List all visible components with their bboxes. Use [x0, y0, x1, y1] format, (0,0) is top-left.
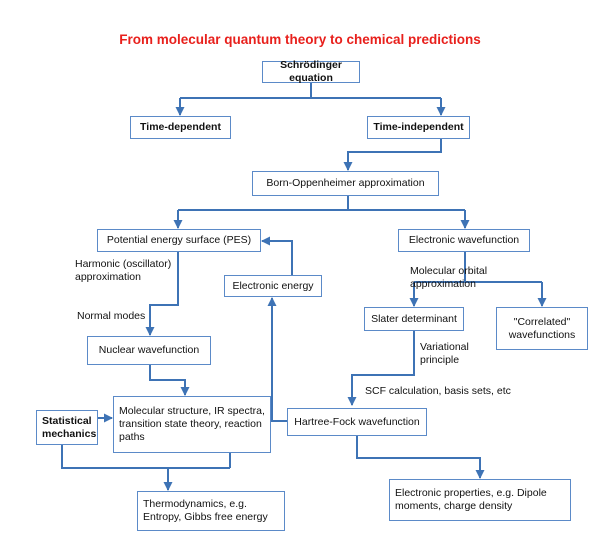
node-molecular-structure: Molecular structure, IR spectra, transit…: [113, 396, 271, 453]
page-title: From molecular quantum theory to chemica…: [119, 32, 481, 47]
node-label: Thermodynamics, e.g. Entropy, Gibbs free…: [143, 498, 268, 523]
node-slater-determinant: Slater determinant: [364, 307, 464, 331]
node-label: Born-Oppenheimer approximation: [266, 177, 425, 189]
node-electronic-wavefunction: Electronic wavefunction: [398, 229, 530, 252]
node-label: "Correlated" wavefunctions: [508, 315, 576, 341]
node-label: Molecular structure, IR spectra, transit…: [119, 405, 265, 443]
node-thermodynamics: Thermodynamics, e.g. Entropy, Gibbs free…: [137, 491, 285, 531]
node-time-dependent: Time-dependent: [130, 116, 231, 139]
node-electronic-properties: Electronic properties, e.g. Dipole momen…: [389, 479, 571, 521]
node-statistical-mechanics: Statistical mechanics: [36, 410, 98, 445]
node-label: Statistical mechanics: [42, 414, 97, 440]
node-hartree-fock-wavefunction: Hartree-Fock wavefunction: [287, 408, 427, 436]
node-label: Hartree-Fock wavefunction: [294, 415, 420, 428]
node-correlated-wavefunctions: "Correlated" wavefunctions: [496, 307, 588, 350]
arrow-statmech-to-thermodynamics: [61, 444, 168, 469]
arrow-slater-to-hartree-fock: [347, 330, 415, 406]
node-nuclear-wavefunction: Nuclear wavefunction: [87, 336, 211, 365]
label-harmonic-approximation: Harmonic (oscillator) approximation: [75, 258, 172, 283]
node-label: Nuclear wavefunction: [98, 344, 200, 356]
arrow-to-nuclear-wavefunction: [145, 251, 179, 336]
node-label: Potential energy surface (PES): [106, 234, 252, 246]
label-scf-calculation: SCF calculation, basis sets, etc: [365, 385, 511, 397]
node-label: Time-independent: [373, 121, 464, 133]
arrow-hartree-fock-to-electronic-energy: [267, 297, 287, 422]
node-label: Electronic wavefunction: [408, 234, 520, 246]
node-label: Electronic properties, e.g. Dipole momen…: [395, 487, 547, 512]
label-normal-modes: Normal modes: [77, 310, 146, 322]
arrow-to-electronic-properties: [356, 435, 485, 479]
node-label: Time-dependent: [140, 121, 221, 133]
node-born-oppenheimer: Born-Oppenheimer approximation: [252, 171, 439, 196]
label-molecular-orbital-approximation: Molecular orbital approximation: [410, 265, 488, 290]
node-time-independent: Time-independent: [367, 116, 470, 139]
node-label: Electronic energy: [232, 279, 314, 292]
arrow-to-molecular-structure: [149, 364, 190, 396]
label-variational-principle: Variational principle: [420, 341, 469, 366]
node-label: Slater determinant: [371, 312, 457, 325]
node-schrodinger-equation: Schrödinger equation: [262, 59, 360, 84]
node-potential-energy-surface: Potential energy surface (PES): [97, 229, 261, 252]
arrow-electronic-energy-to-pes: [261, 236, 293, 275]
node-label: Schrödinger equation: [280, 59, 342, 84]
node-electronic-energy: Electronic energy: [224, 275, 322, 297]
arrow-to-born-oppenheimer: [343, 138, 442, 171]
